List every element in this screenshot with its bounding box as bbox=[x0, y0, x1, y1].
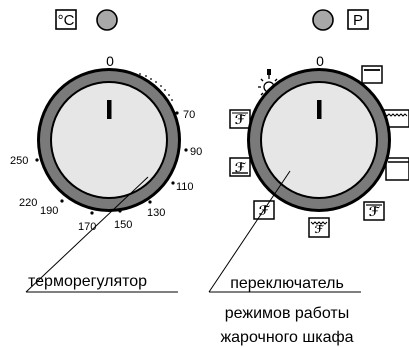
indicator-lamp-icon bbox=[312, 9, 334, 31]
thermostat-panel: °C 0 70 90 110 130 150 170 190 bbox=[10, 9, 202, 293]
fan-icon: ℱ bbox=[229, 109, 251, 129]
indicator-lamp-icon bbox=[96, 9, 118, 31]
mode-selector-knob[interactable] bbox=[247, 68, 391, 212]
thermostat-knob-pointer bbox=[107, 100, 112, 119]
mode-zero-mark: 0 bbox=[316, 53, 324, 69]
mode-caption-line-2: режимов работы bbox=[225, 305, 349, 322]
scale-mark: 90 bbox=[190, 146, 202, 158]
scale-mark: 250 bbox=[10, 155, 28, 167]
fan-top-bottom-heat-icon: ℱ bbox=[229, 157, 251, 177]
mode-selector-caption: переключатель режимов работы жарочного ш… bbox=[208, 170, 361, 346]
thermostat-indicator-symbol: °C bbox=[58, 12, 75, 29]
mode-caption-line-3: жарочного шкафа bbox=[220, 329, 353, 346]
program-indicator-icon: P bbox=[347, 9, 369, 30]
scale-mark: 220 bbox=[19, 197, 37, 209]
mode-indicator-symbol: P bbox=[353, 12, 363, 29]
fan-grill-icon: ℱ bbox=[308, 217, 330, 238]
mode-selector-panel: P 0 ℱ bbox=[208, 9, 409, 346]
top-heat-icon bbox=[361, 65, 383, 84]
scale-mark: 110 bbox=[176, 181, 194, 193]
scale-mark: 170 bbox=[78, 221, 96, 233]
thermostat-dotted-arc bbox=[139, 73, 173, 101]
thermostat-knob[interactable] bbox=[37, 68, 181, 212]
svg-text:ℱ: ℱ bbox=[369, 204, 381, 219]
scale-mark: 130 bbox=[147, 207, 165, 219]
top-grill-icon bbox=[382, 109, 409, 128]
mode-caption-line-1: переключатель bbox=[230, 275, 344, 292]
thermostat-scale: 70 90 110 130 150 170 190 220 250 bbox=[10, 109, 202, 233]
thermometer-celsius-icon: °C bbox=[55, 9, 77, 30]
thermostat-caption-text: терморегулятор bbox=[28, 273, 147, 290]
svg-text:ℱ: ℱ bbox=[235, 112, 247, 127]
scale-mark: 190 bbox=[40, 205, 58, 217]
top-bottom-heat-icon bbox=[385, 157, 409, 181]
svg-text:ℱ: ℱ bbox=[235, 160, 247, 175]
thermostat-caption: терморегулятор bbox=[25, 176, 178, 293]
thermostat-zero-mark: 0 bbox=[106, 53, 114, 69]
svg-text:ℱ: ℱ bbox=[315, 224, 325, 236]
scale-mark: 150 bbox=[114, 219, 132, 231]
fan-ring-heat-icon: ℱ bbox=[363, 201, 385, 221]
svg-text:ℱ: ℱ bbox=[259, 203, 271, 218]
mode-selector-knob-pointer bbox=[317, 100, 322, 119]
scale-mark: 70 bbox=[183, 109, 195, 121]
